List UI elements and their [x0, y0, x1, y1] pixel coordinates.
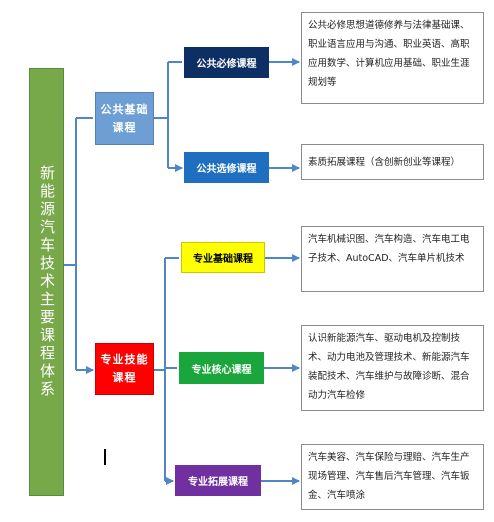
course-public-elective: 公共选修课程 [184, 152, 269, 183]
category-major-skill: 专业技能课程 [95, 343, 154, 395]
course-major-extension: 专业拓展课程 [175, 465, 261, 496]
course-public-required: 公共必修课程 [184, 47, 269, 78]
root-connector [64, 117, 93, 370]
desc-major-basic: 汽车机械识图、汽车构造、汽车电工电子技术、AutoCAD、汽车单片机技术 [301, 226, 484, 292]
major-connector [154, 257, 179, 481]
root-node: 新能源汽车技术主要课程体系 [29, 68, 64, 496]
course-major-basic: 专业基础课程 [181, 242, 265, 273]
text-cursor [104, 449, 106, 465]
public-connector [154, 61, 182, 168]
desc-public-elective: 素质拓展课程（含创新创业等课程） [301, 144, 484, 180]
desc-major-core: 认识新能源汽车、驱动电机及控制技术、动力电池及管理技术、新能源汽车装配技术、汽车… [301, 325, 484, 411]
course-major-core: 专业核心课程 [179, 352, 264, 384]
desc-public-required: 公共必修思想道德修养与法律基础课、职业语言应用与沟通、职业英语、高职应用数学、计… [301, 12, 484, 104]
category-public-basic: 公共基础课程 [95, 92, 154, 145]
desc-major-extension: 汽车美容、汽车保险与理赔、汽车生产现场管理、汽车售后汽车管理、汽车钣金、汽车喷涂 [301, 444, 484, 510]
